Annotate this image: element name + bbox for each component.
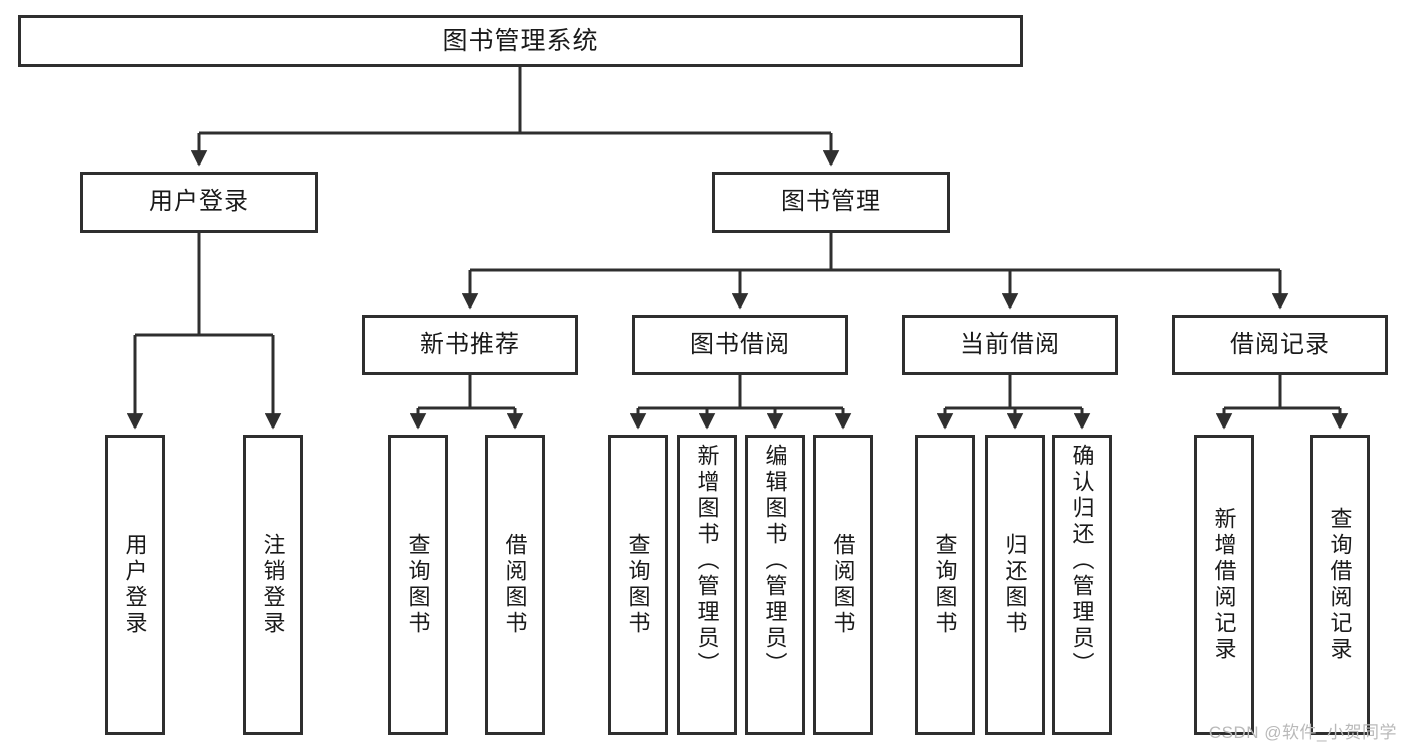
node-book-borrow-label: 图书借阅 (690, 330, 790, 358)
node-leaf-borrow-borrow-book[interactable]: 借阅图书 (813, 435, 873, 735)
node-leaf-rec-borrow-book[interactable]: 借阅图书 (485, 435, 545, 735)
node-leaf-borrow-borrow-book-label: 借阅图书 (830, 533, 856, 637)
node-book-manage-label: 图书管理 (781, 188, 881, 216)
node-leaf-cur-confirm-return-label: 确认归还（管理员） (1069, 444, 1095, 678)
node-borrow-record-label: 借阅记录 (1230, 330, 1330, 358)
node-root[interactable]: 图书管理系统 (18, 15, 1023, 67)
node-leaf-cur-query-book-label: 查询图书 (932, 533, 958, 637)
node-leaf-cur-return-book[interactable]: 归还图书 (985, 435, 1045, 735)
node-new-book-rec[interactable]: 新书推荐 (362, 315, 578, 375)
node-leaf-rec-query-book[interactable]: 查询图书 (388, 435, 448, 735)
node-leaf-cur-query-book[interactable]: 查询图书 (915, 435, 975, 735)
node-leaf-user-login[interactable]: 用户登录 (105, 435, 165, 735)
node-leaf-rec-query-book-label: 查询图书 (405, 533, 431, 637)
node-leaf-user-logout[interactable]: 注销登录 (243, 435, 303, 735)
node-user-login[interactable]: 用户登录 (80, 172, 318, 233)
node-leaf-rec-add-record[interactable]: 新增借阅记录 (1194, 435, 1254, 735)
node-leaf-rec-query-record[interactable]: 查询借阅记录 (1310, 435, 1370, 735)
node-book-borrow[interactable]: 图书借阅 (632, 315, 848, 375)
node-leaf-rec-borrow-book-label: 借阅图书 (502, 533, 528, 637)
node-borrow-record[interactable]: 借阅记录 (1172, 315, 1388, 375)
node-leaf-user-logout-label: 注销登录 (260, 533, 286, 637)
node-leaf-user-login-label: 用户登录 (122, 533, 148, 637)
node-root-label: 图书管理系统 (442, 27, 599, 55)
node-book-manage[interactable]: 图书管理 (712, 172, 950, 233)
node-leaf-borrow-edit-book-label: 编辑图书（管理员） (762, 444, 788, 678)
node-leaf-borrow-query-book[interactable]: 查询图书 (608, 435, 668, 735)
node-leaf-borrow-add-book-label: 新增图书（管理员） (694, 444, 720, 678)
node-current-borrow[interactable]: 当前借阅 (902, 315, 1118, 375)
node-current-borrow-label: 当前借阅 (960, 330, 1060, 358)
node-leaf-rec-add-record-label: 新增借阅记录 (1211, 507, 1237, 663)
node-leaf-cur-return-book-label: 归还图书 (1002, 533, 1028, 637)
node-leaf-borrow-query-book-label: 查询图书 (625, 533, 651, 637)
node-leaf-borrow-add-book[interactable]: 新增图书（管理员） (677, 435, 737, 735)
node-leaf-borrow-edit-book[interactable]: 编辑图书（管理员） (745, 435, 805, 735)
csdn-watermark: CSDN @软件_小贺同学 (1208, 723, 1397, 742)
node-leaf-cur-confirm-return[interactable]: 确认归还（管理员） (1052, 435, 1112, 735)
node-new-book-rec-label: 新书推荐 (420, 330, 520, 358)
node-leaf-rec-query-record-label: 查询借阅记录 (1327, 507, 1353, 663)
node-user-login-label: 用户登录 (149, 188, 249, 216)
